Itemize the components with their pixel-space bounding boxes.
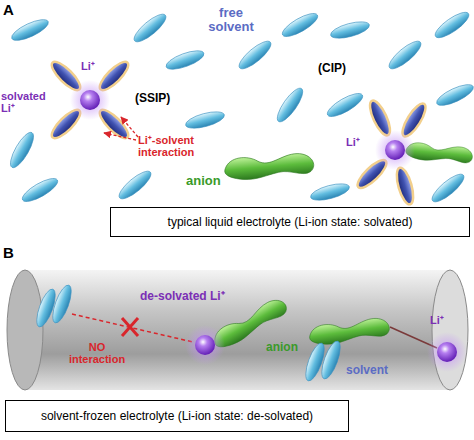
figure-label: Li⁺-solvent interaction bbox=[138, 134, 218, 158]
figure-label: NO interaction bbox=[62, 341, 132, 365]
free-solvent-molecule bbox=[9, 16, 51, 45]
free-solvent-molecule bbox=[131, 10, 170, 46]
figure-label: solvent bbox=[346, 364, 406, 377]
figure-label: anion bbox=[266, 341, 306, 354]
free-solvent-molecule bbox=[19, 174, 60, 205]
caption-box: typical liquid electrolyte (Li-ion state… bbox=[110, 207, 470, 237]
interaction-pointer bbox=[121, 117, 138, 137]
free-solvent-molecule bbox=[386, 37, 425, 73]
pore-end bbox=[432, 270, 468, 390]
free-solvent-molecule bbox=[279, 9, 320, 40]
free-solvent-molecule bbox=[184, 109, 226, 132]
figure-label: Li⁺ bbox=[346, 136, 370, 148]
figure-label: free solvent bbox=[203, 6, 259, 35]
figure-label: (CIP) bbox=[318, 62, 363, 75]
figure-label: Li⁺ bbox=[430, 314, 456, 326]
cross-mark bbox=[122, 318, 138, 336]
solvent-molecule bbox=[318, 339, 344, 381]
caption-text: typical liquid electrolyte (Li-ion state… bbox=[168, 215, 413, 229]
figure-label: solvated Li⁺ bbox=[1, 90, 51, 114]
lithium-ion bbox=[427, 332, 467, 372]
free-solvent-molecule bbox=[236, 37, 275, 73]
pore-tube bbox=[25, 270, 450, 390]
free-solvent-molecule bbox=[324, 89, 365, 120]
anion-molecule bbox=[224, 151, 315, 181]
free-solvent-molecule bbox=[273, 85, 307, 125]
free-solvent-molecule bbox=[329, 19, 371, 42]
anion-molecule bbox=[405, 142, 473, 164]
figure-label: A bbox=[3, 2, 23, 19]
free-solvent-molecule bbox=[429, 170, 468, 206]
free-solvent-molecule bbox=[116, 167, 155, 203]
caption-text: solvent-frozen electrolyte (Li-ion state… bbox=[41, 409, 313, 423]
caption-box: solvent-frozen electrolyte (Li-ion state… bbox=[5, 400, 349, 432]
solvent-molecule bbox=[49, 283, 75, 325]
lithium-ion bbox=[185, 325, 225, 365]
figure-label: de-solvated Li⁺ bbox=[140, 290, 260, 303]
free-solvent-molecule bbox=[432, 8, 472, 42]
anion-molecule bbox=[308, 316, 390, 347]
figure-label: anion bbox=[186, 174, 231, 188]
figure-label: (SSIP) bbox=[135, 92, 185, 105]
lithium-ion bbox=[375, 130, 415, 170]
no-interaction-line bbox=[72, 314, 193, 342]
free-solvent-molecule bbox=[309, 181, 351, 204]
solvation-molecule bbox=[394, 166, 417, 206]
figure-label: B bbox=[3, 245, 23, 262]
lithium-ion bbox=[70, 80, 110, 120]
free-solvent-molecule bbox=[6, 129, 37, 170]
free-solvent-molecule bbox=[164, 47, 206, 73]
figure-label: Li⁺ bbox=[81, 60, 103, 72]
pore-end bbox=[7, 270, 43, 390]
interaction-pointer bbox=[104, 133, 136, 140]
free-solvent-molecule bbox=[434, 81, 474, 110]
cross-mark bbox=[122, 318, 138, 336]
